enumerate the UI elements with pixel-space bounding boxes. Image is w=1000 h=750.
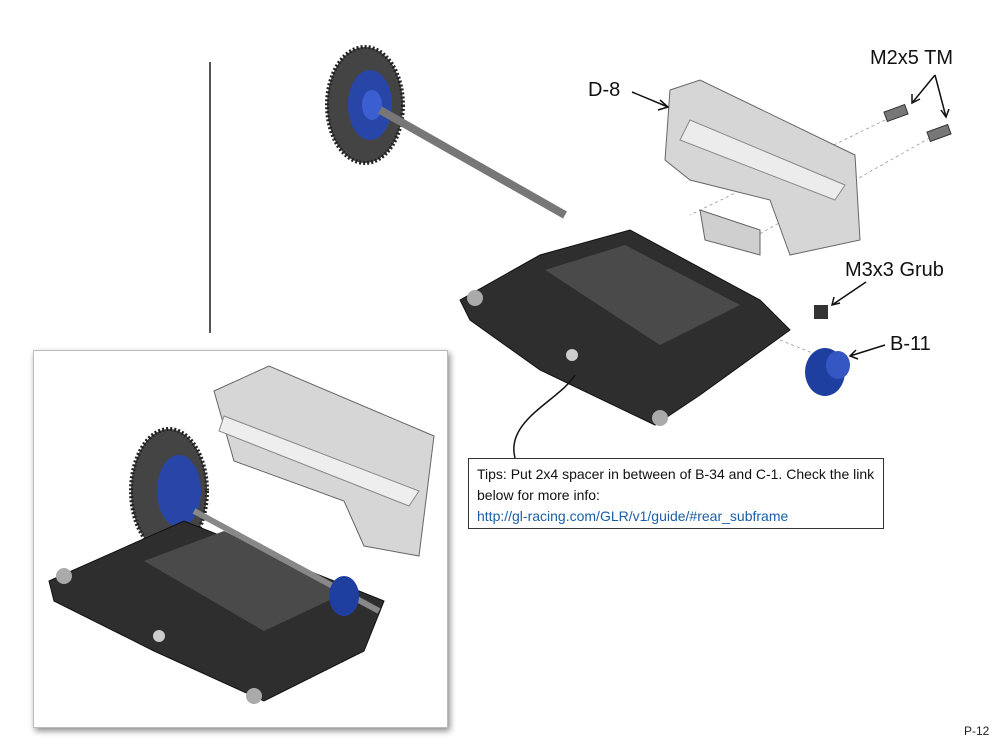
part-label-b11: B-11 [890, 333, 931, 355]
divider-line [209, 62, 211, 333]
drive-shaft-drawing [378, 106, 567, 219]
callout-arrows [513, 74, 950, 459]
tips-text: Tips: Put 2x4 spacer in between of B-34 … [477, 466, 875, 503]
part-label-m2x5-tm: M2x5 TM [870, 47, 953, 69]
tips-box: Tips: Put 2x4 spacer in between of B-34 … [468, 458, 884, 529]
rear-subframe-guide-link[interactable]: http://gl-racing.com/GLR/v1/guide/#rear_… [477, 508, 789, 524]
hub-b11-drawing [805, 348, 850, 396]
rear-subframe-drawing [459, 229, 791, 426]
part-label-m3x3-grub: M3x3 Grub [845, 259, 944, 281]
wing-d8-drawing [664, 79, 861, 256]
spur-gear-drawing [325, 45, 405, 165]
assembled-view-inset [33, 350, 448, 728]
part-label-d8: D-8 [588, 79, 621, 101]
page-number: P-12 [964, 724, 990, 738]
grub-screw-drawing [814, 305, 828, 319]
screws-m2x5-drawing [883, 103, 952, 143]
assembled-view-drawing [48, 365, 435, 704]
